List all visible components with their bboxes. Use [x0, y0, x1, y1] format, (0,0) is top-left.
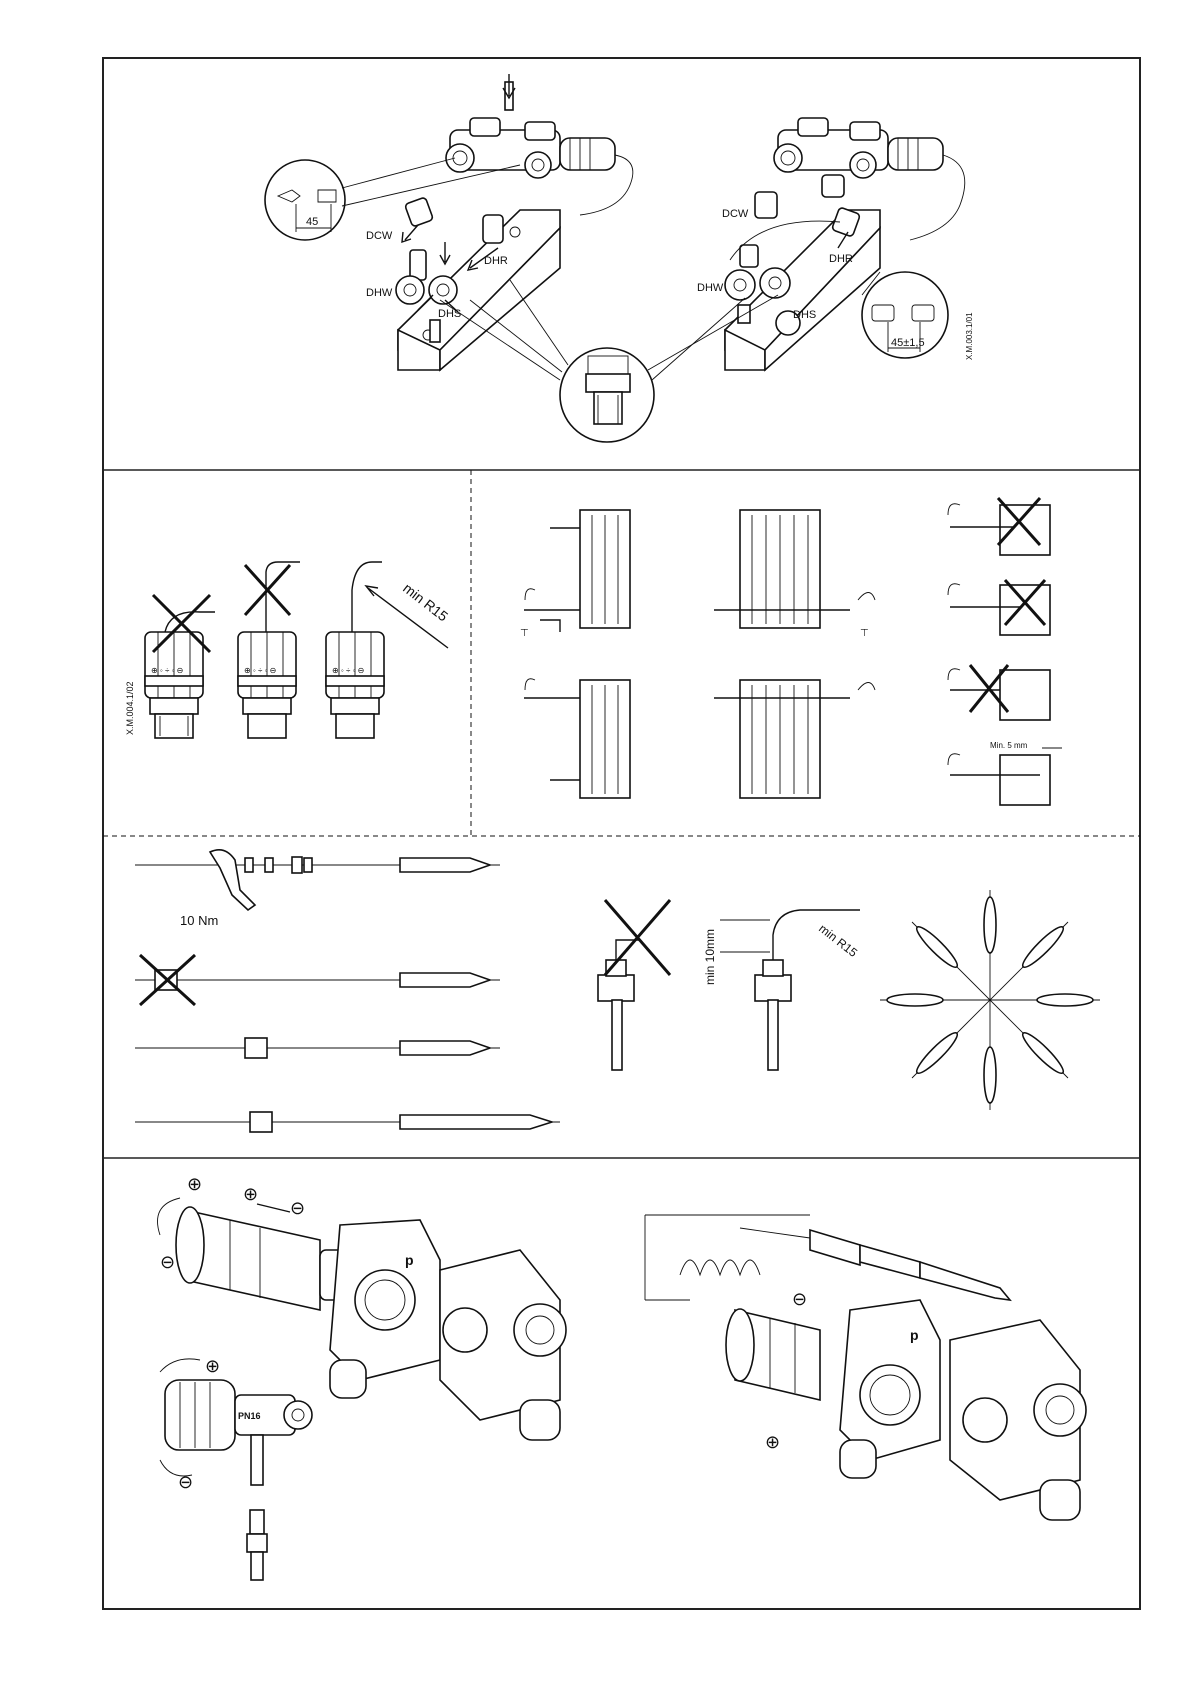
capillary-fitting-correct: min 10mm min R15 [703, 910, 860, 1070]
label-dhr-left: DHR [484, 255, 508, 267]
drawing-code-top: X.M.003.1/01 [965, 312, 974, 360]
orientation-star [880, 890, 1100, 1110]
exchanger-diagram-4 [714, 680, 875, 798]
label-dcw-right: DCW [722, 208, 749, 220]
label-torque: 10 Nm [180, 913, 218, 928]
sensor-head-2 [238, 562, 300, 738]
minus-icon: ⊖ [160, 1252, 175, 1272]
tap-icon: ⊤ [520, 628, 529, 639]
position-detail-4: Min. 5 mm [948, 741, 1062, 805]
scale-markings-1: ⊕ ◦ ÷ ◦ ⊖ [151, 666, 183, 675]
brand-mark: p [910, 1327, 919, 1343]
sensor-rod-2 [135, 955, 500, 1005]
panel-setting: ⊕ ⊖ ⊕ ⊖ p PN16 ⊕ ⊖ [158, 1174, 1087, 1580]
label-dhr-right: DHR [829, 253, 853, 265]
drawing-code-sensor: X.M.004.1/02 [125, 681, 135, 735]
exchanger-diagram-3 [524, 679, 630, 798]
sensor-head-3: min R15 [326, 562, 451, 738]
label-dhw-left: DHW [366, 287, 393, 299]
sensor-rod-1: 10 Nm [135, 850, 500, 928]
sensor-rod-4 [135, 1112, 560, 1132]
scale-markings-3: ⊕ ◦ ÷ ◦ ⊖ [332, 666, 364, 675]
label-dcw-left: DCW [366, 230, 393, 242]
panel-sensor-position: ⊤ ⊤ [520, 498, 1062, 805]
label-45-tolerance: 45±1,5 [891, 337, 925, 349]
scale-markings-2: ⊕ ◦ ÷ ◦ ⊖ [244, 666, 276, 675]
label-pn16: PN16 [238, 1411, 261, 1421]
plus-icon: ⊕ [187, 1174, 202, 1194]
brand-mark: p [405, 1252, 414, 1268]
position-detail-3 [948, 665, 1050, 720]
controller-valve-left [446, 74, 633, 215]
plus-icon: ⊕ [765, 1432, 780, 1452]
minus-icon: ⊖ [792, 1289, 807, 1309]
exchanger-diagram-2: ⊤ [714, 510, 875, 639]
plus-icon: ⊕ [243, 1184, 258, 1204]
position-detail-2 [948, 580, 1050, 635]
sensor-rod-3 [135, 1038, 500, 1058]
label-min-5mm: Min. 5 mm [990, 741, 1028, 750]
label-dhw-right: DHW [697, 282, 724, 294]
exchanger-diagram-1: ⊤ [520, 510, 630, 639]
label-min-r15-fitting: min R15 [816, 921, 860, 960]
panel-sensor-mounting: 10 Nm [135, 850, 1100, 1132]
label-45: 45 [306, 216, 318, 228]
detail-circle-45-tolerance: 45±1,5 [862, 272, 948, 358]
label-min-10mm: min 10mm [703, 929, 717, 985]
plus-icon: ⊕ [205, 1356, 220, 1376]
tap-icon: ⊤ [860, 628, 869, 639]
panel-capillary-bend: X.M.004.1/02 [125, 562, 451, 738]
pressure-adjuster: PN16 ⊕ ⊖ [160, 1356, 312, 1580]
minus-icon: ⊖ [290, 1198, 305, 1218]
label-dhs-left: DHS [438, 308, 461, 320]
capillary-fitting-wrong [598, 900, 670, 1070]
setting-unit-right: ⊖ ⊕ p [645, 1215, 1086, 1520]
position-detail-1 [948, 498, 1050, 555]
label-dhs-right: DHS [793, 309, 816, 321]
panel-mounting: DCW DHR DHW DHS 45 [265, 74, 974, 442]
